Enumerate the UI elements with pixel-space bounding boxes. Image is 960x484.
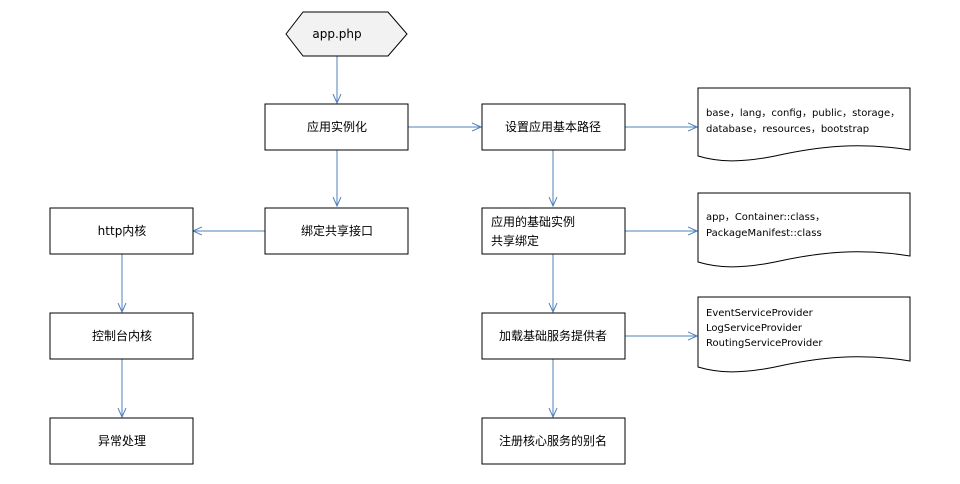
start-hexagon-shape — [285, 11, 408, 57]
note-instances-line2: PackageManifest::class — [706, 228, 822, 239]
node-set-base-path: 设置应用基本路径 — [481, 103, 626, 151]
node-app-php: app.php — [285, 11, 408, 57]
node-exception-handling: 异常处理 — [49, 417, 194, 465]
bind-interface-box — [264, 207, 409, 255]
app-instance-label: 应用实例化 — [307, 119, 367, 134]
node-bind-interface: 绑定共享接口 — [264, 207, 409, 255]
bind-interface-label: 绑定共享接口 — [301, 223, 373, 238]
note-providers-line3: RoutingServiceProvider — [706, 338, 823, 349]
note-providers: EventServiceProvider LogServiceProvider … — [697, 296, 911, 373]
set-base-path-box — [481, 103, 626, 151]
console-kernel-box — [49, 312, 194, 360]
base-instance-box — [481, 207, 626, 255]
node-console-kernel: 控制台内核 — [49, 312, 194, 360]
note-instances-shape — [697, 192, 911, 268]
note-paths-line1: base，lang，config，public，storage， — [706, 108, 900, 119]
http-kernel-label: http内核 — [98, 224, 147, 238]
note-providers-shape — [697, 296, 911, 373]
console-kernel-label: 控制台内核 — [92, 328, 152, 343]
register-aliases-box — [481, 417, 626, 465]
note-paths-line2: database，resources，bootstrap — [706, 124, 869, 135]
http-kernel-box — [49, 207, 194, 255]
exception-handling-label: 异常处理 — [98, 434, 146, 448]
load-providers-label: 加载基础服务提供者 — [499, 328, 607, 343]
edges — [122, 56, 697, 417]
node-base-instance: 应用的基础实例 共享绑定 — [481, 207, 626, 255]
start-label: app.php — [312, 27, 361, 41]
note-providers-line2: LogServiceProvider — [706, 323, 803, 334]
note-paths: base，lang，config，public，storage， databas… — [697, 87, 911, 162]
node-register-aliases: 注册核心服务的别名 — [481, 417, 626, 465]
app-instance-box — [264, 103, 409, 151]
base-instance-label-line1: 应用的基础实例 — [491, 214, 575, 229]
set-base-path-label: 设置应用基本路径 — [505, 119, 601, 134]
register-aliases-label: 注册核心服务的别名 — [499, 433, 607, 448]
base-instance-label-line2: 共享绑定 — [491, 233, 539, 248]
exception-handling-box — [49, 417, 194, 465]
node-http-kernel: http内核 — [49, 207, 194, 255]
note-instances: app，Container::class， PackageManifest::c… — [697, 192, 911, 268]
note-providers-line1: EventServiceProvider — [706, 308, 814, 319]
load-providers-box — [481, 312, 626, 360]
note-paths-shape — [697, 87, 911, 162]
node-app-instance: 应用实例化 — [264, 103, 409, 151]
node-load-providers: 加载基础服务提供者 — [481, 312, 626, 360]
note-instances-line1: app，Container::class， — [706, 212, 825, 223]
